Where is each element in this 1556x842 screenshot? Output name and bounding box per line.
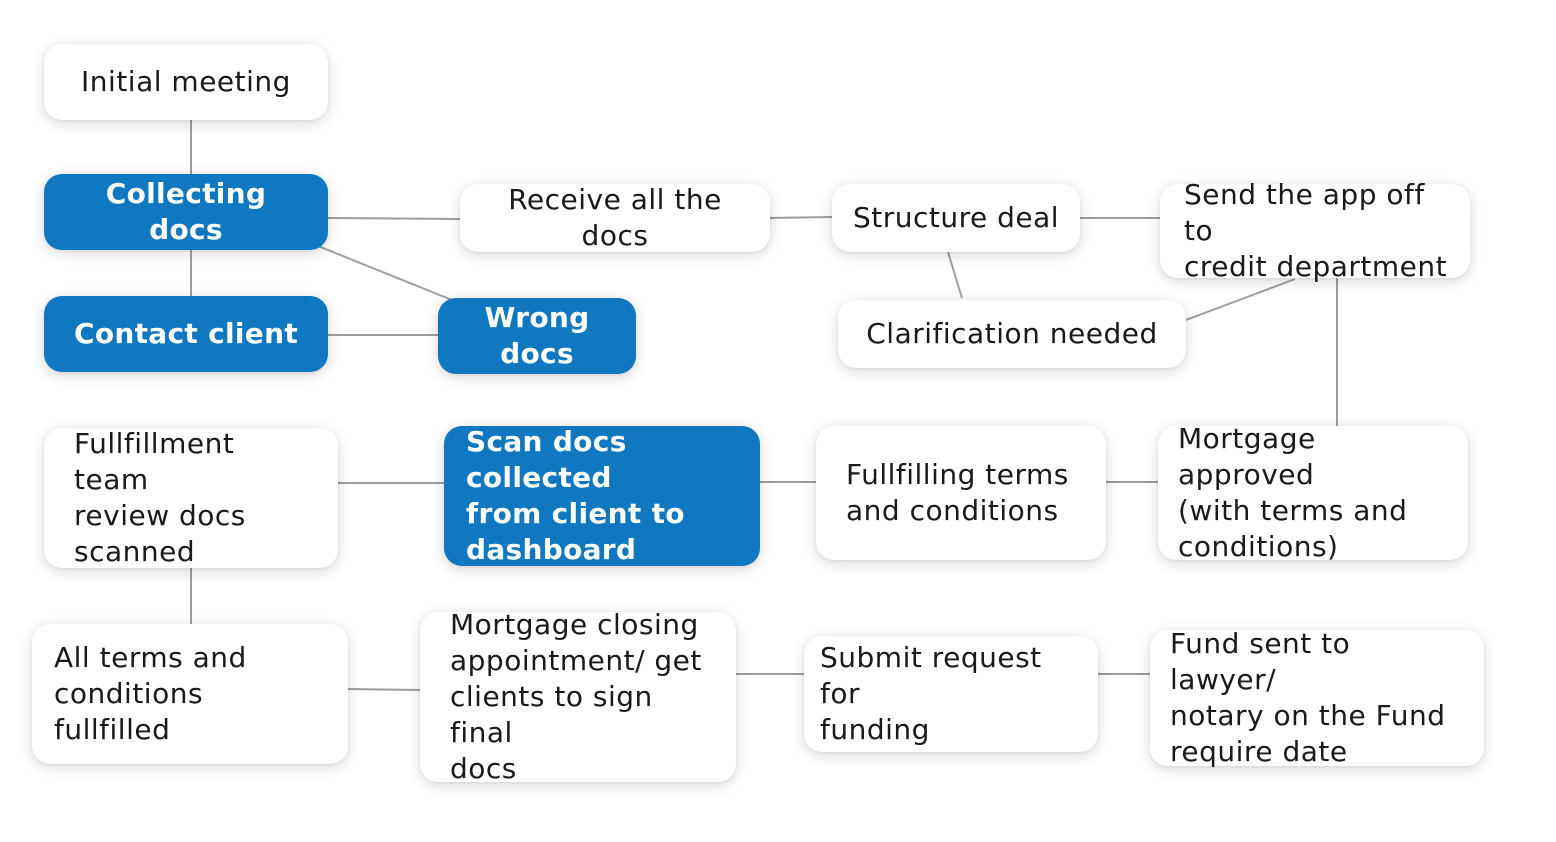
node-label: Fullfilling terms and conditions (846, 458, 1069, 527)
node-structure-deal[interactable]: Structure deal (832, 184, 1080, 252)
node-fulfillment-review[interactable]: Fullfillment team review docs scanned (44, 427, 338, 568)
connector-collecting-to-wrong (317, 245, 453, 301)
node-label: All terms and conditions fullfilled (54, 641, 247, 746)
node-submit-funding[interactable]: Submit request for funding (804, 636, 1098, 752)
node-fulfilling-terms[interactable]: Fullfilling terms and conditions (816, 426, 1106, 560)
connector-allterms-to-closing (347, 688, 421, 691)
connector-receive-to-structure (769, 216, 833, 219)
node-label: Receive all the docs (508, 183, 722, 252)
connector-collecting-to-receive (327, 217, 461, 220)
node-all-terms-fulfilled[interactable]: All terms and conditions fullfilled (32, 624, 348, 764)
node-label: Fullfillment team review docs scanned (74, 427, 246, 568)
node-label: Wrong docs (484, 301, 590, 370)
node-receive-all-docs[interactable]: Receive all the docs (460, 183, 770, 252)
node-label: Contact client (73, 317, 299, 350)
node-contact-client[interactable]: Contact client (44, 296, 328, 372)
node-label: Collecting docs (105, 177, 267, 246)
node-initial-meeting[interactable]: Initial meeting (44, 44, 328, 120)
node-send-app-credit[interactable]: Send the app off to credit department (1160, 178, 1470, 283)
node-closing-appointment[interactable]: Mortgage closing appointment/ get client… (420, 608, 736, 785)
node-label: Mortgage closing appointment/ get client… (450, 608, 702, 785)
node-clarification-needed[interactable]: Clarification needed (838, 300, 1186, 368)
node-label: Fund sent to lawyer/ notary on the Fund … (1170, 627, 1446, 768)
node-label: Submit request for funding (820, 641, 1042, 746)
node-fund-sent[interactable]: Fund sent to lawyer/ notary on the Fund … (1150, 627, 1484, 768)
node-collecting-docs[interactable]: Collecting docs (44, 174, 328, 250)
connector-structure-to-clarification (947, 251, 963, 299)
node-label: Send the app off to credit department (1184, 178, 1448, 283)
node-label: Scan docs collected from client to dashb… (466, 425, 685, 566)
node-label: Structure deal (852, 201, 1060, 234)
node-label: Mortgage approved (with terms and condit… (1178, 422, 1408, 563)
node-scan-docs[interactable]: Scan docs collected from client to dashb… (444, 425, 760, 566)
node-label: Clarification needed (866, 317, 1158, 350)
connector-clarification-to-send (1185, 278, 1296, 321)
node-mortgage-approved[interactable]: Mortgage approved (with terms and condit… (1158, 422, 1468, 563)
node-wrong-docs[interactable]: Wrong docs (438, 298, 636, 374)
node-label: Initial meeting (81, 65, 291, 98)
